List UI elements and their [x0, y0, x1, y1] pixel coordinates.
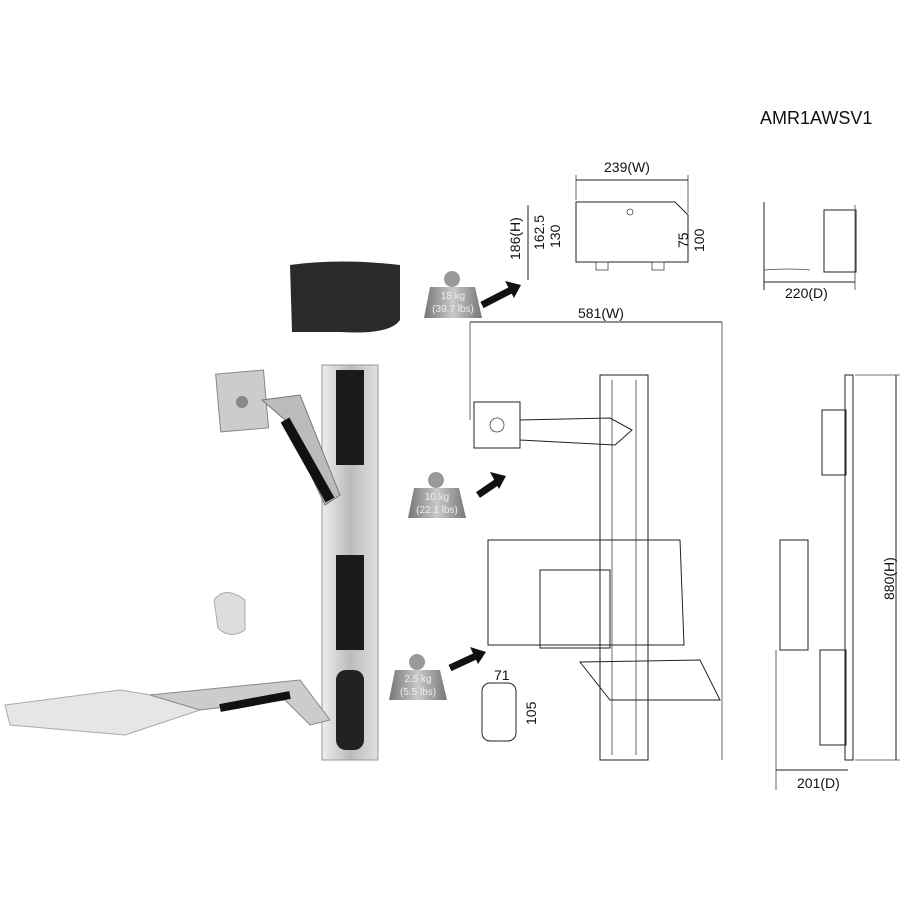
model-number: AMR1AWSV1 [760, 108, 872, 128]
svg-text:220(D): 220(D) [785, 285, 828, 301]
svg-text:2.5 kg: 2.5 kg [404, 674, 431, 685]
laptop-tray-drawing: 239(W) 186(H) 162.5 130 75 100 [507, 159, 707, 280]
svg-text:10 kg: 10 kg [425, 492, 449, 503]
svg-text:75: 75 [675, 232, 691, 248]
arrow-icon [448, 651, 480, 672]
svg-text:(22.1 lbs): (22.1 lbs) [416, 505, 458, 516]
svg-text:18 kg: 18 kg [441, 291, 465, 302]
weight-2-5kg: 2.5 kg (5.5 lbs) [389, 647, 486, 700]
laptop-tray-photo [290, 261, 400, 333]
weight-10kg: 10 kg (22.1 lbs) [408, 472, 506, 518]
svg-text:(39.7 lbs): (39.7 lbs) [432, 304, 474, 315]
front-view-drawing: 581(W) 71 105 [469, 305, 723, 761]
svg-text:162.5: 162.5 [531, 215, 547, 250]
side-view-drawing: 880(H) 201(D) [775, 374, 900, 791]
laptop-tray-side-drawing: 220(D) [763, 202, 857, 301]
svg-text:105: 105 [523, 701, 539, 725]
svg-text:201(D): 201(D) [797, 775, 840, 791]
svg-text:71: 71 [494, 667, 510, 683]
svg-text:581(W): 581(W) [578, 305, 624, 321]
weight-18kg: 18 kg (39.7 lbs) [424, 271, 521, 318]
cup-holder-photo [213, 592, 246, 635]
svg-text:100: 100 [691, 228, 707, 252]
svg-text:239(W): 239(W) [604, 159, 650, 175]
pole-photo [4, 364, 379, 761]
arrow-icon [480, 284, 517, 309]
svg-text:(5.5 lbs): (5.5 lbs) [400, 687, 436, 698]
svg-text:186(H): 186(H) [507, 217, 523, 260]
svg-text:130: 130 [547, 224, 563, 248]
svg-text:880(H): 880(H) [881, 557, 897, 600]
keyboard-tray-photo [4, 689, 216, 736]
